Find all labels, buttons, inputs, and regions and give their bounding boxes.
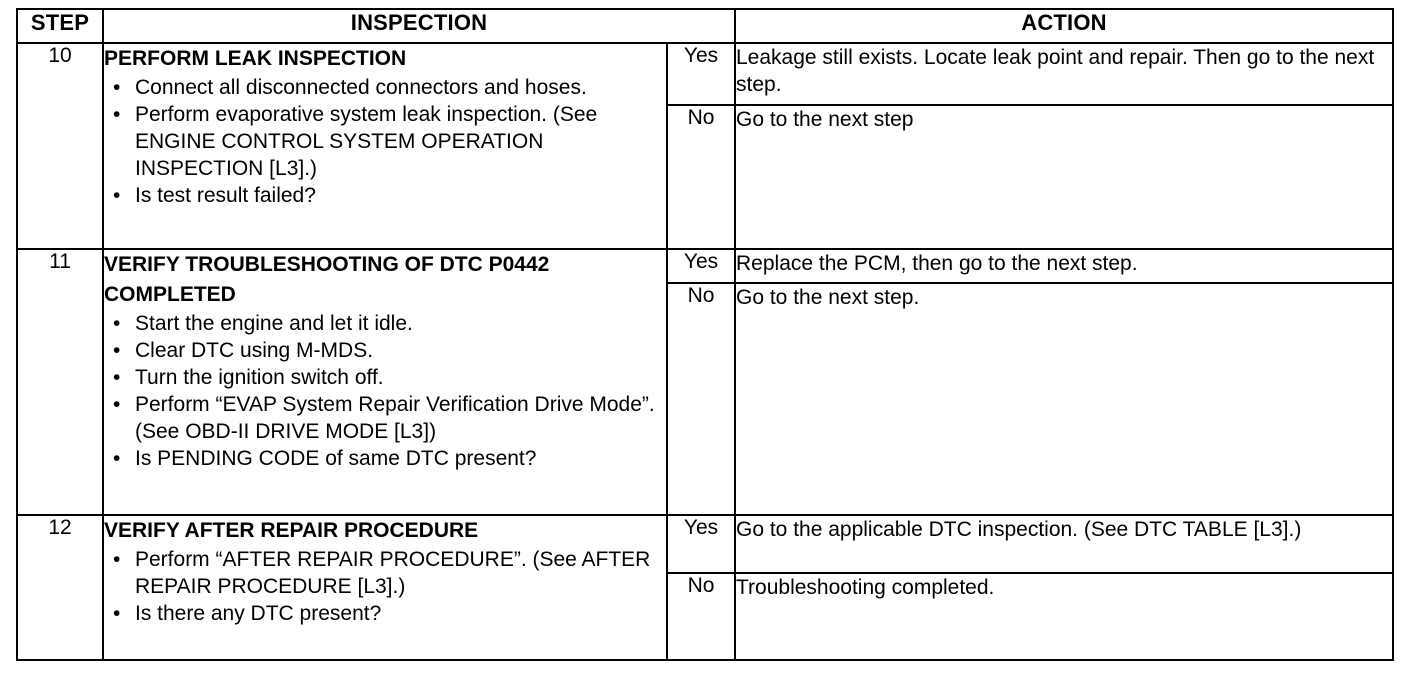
list-item-text: Perform “EVAP System Repair Verification…: [135, 393, 655, 416]
list-item: • Connect all disconnected connectors and…: [104, 74, 666, 101]
step-number: 10: [16, 42, 104, 250]
step-12-no-row: No Troubleshooting completed.: [17, 572, 1394, 661]
list-item-text: Clear DTC using M-MDS.: [135, 339, 374, 362]
bullet-icon: •: [113, 602, 121, 625]
bullet-icon: •: [113, 76, 121, 99]
yes-action: Replace the PCM, then go to the next ste…: [734, 248, 1394, 284]
bullet-icon: •: [113, 366, 121, 389]
list-item-text: Connect all disconnected connectors and …: [135, 76, 587, 99]
list-item: • Is there any DTC present?: [104, 600, 666, 627]
no-label: No: [666, 282, 736, 516]
list-item-text: Perform evaporative system leak inspecti…: [135, 103, 598, 180]
yes-label: Yes: [666, 42, 736, 106]
bullet-icon: •: [113, 184, 121, 207]
no-action: Go to the next step: [734, 104, 1394, 250]
step-title: VERIFY TROUBLESHOOTING OF DTC P0442 COMP…: [104, 253, 550, 306]
bullet-icon: •: [113, 103, 121, 126]
header-inspection: INSPECTION: [102, 8, 736, 44]
step-10-no-row: No Go to the next step: [17, 104, 1394, 250]
bullet-icon: •: [113, 312, 121, 335]
list-item: • Is PENDING CODE of same DTC present?: [104, 445, 666, 472]
step-11-yes-row: 11 VERIFY TROUBLESHOOTING OF DTC P0442 C…: [16, 248, 1394, 516]
step-12-yes-row: 12 VERIFY AFTER REPAIR PROCEDURE • Perfor…: [16, 514, 1394, 661]
step-title: PERFORM LEAK INSPECTION: [104, 47, 407, 70]
header-step: STEP: [16, 8, 104, 44]
inspection-list: • Perform “AFTER REPAIR PROCEDURE”. (See …: [104, 546, 666, 627]
bullet-icon: •: [113, 548, 121, 571]
yes-action: Go to the applicable DTC inspection. (Se…: [734, 514, 1394, 574]
no-action: Troubleshooting completed.: [734, 572, 1394, 661]
list-item-text: Start the engine and let it idle.: [135, 312, 413, 335]
yes-label: Yes: [666, 514, 736, 574]
step-10-yes-row: 10 PERFORM LEAK INSPECTION • Connect all …: [16, 42, 1394, 250]
list-item: • Perform “AFTER REPAIR PROCEDURE”. (See …: [104, 546, 666, 600]
list-item: • Perform evaporative system leak inspect…: [104, 101, 666, 182]
list-item: • Clear DTC using M-MDS.: [104, 337, 666, 364]
step-number: 11: [16, 248, 104, 516]
bullet-icon: •: [113, 393, 121, 416]
list-item: • Turn the ignition switch off.: [104, 364, 666, 391]
bullet-icon: •: [113, 339, 121, 362]
step-10-inspection: PERFORM LEAK INSPECTION • Connect all dis…: [102, 42, 668, 250]
yes-action: Leakage still exists. Locate leak point …: [734, 42, 1394, 106]
inspection-list: • Connect all disconnected connectors and…: [104, 74, 666, 209]
procedure-sheet: STEP INSPECTION ACTION 10 PERFORM LEAK I…: [16, 8, 1394, 661]
no-label: No: [666, 104, 736, 250]
list-item: • Is test result failed?: [104, 182, 666, 209]
step-12-inspection: VERIFY AFTER REPAIR PROCEDURE • Perform “…: [102, 514, 668, 661]
list-item: • Perform “EVAP System Repair Verificatio…: [104, 391, 666, 418]
list-item-text: Is test result failed?: [135, 184, 316, 207]
no-action: Go to the next step.: [734, 282, 1394, 516]
bullet-icon: •: [113, 447, 121, 470]
no-label: No: [666, 572, 736, 661]
header-action: ACTION: [734, 8, 1394, 44]
step-title: VERIFY AFTER REPAIR PROCEDURE: [104, 519, 479, 542]
list-item-text: Is PENDING CODE of same DTC present?: [135, 447, 537, 470]
yes-label: Yes: [666, 248, 736, 284]
step-11-inspection: VERIFY TROUBLESHOOTING OF DTC P0442 COMP…: [102, 248, 668, 516]
step-number: 12: [16, 514, 104, 661]
inspection-list: • Start the engine and let it idle. • Clea…: [104, 310, 666, 418]
inspection-list: • Is PENDING CODE of same DTC present?: [104, 445, 666, 472]
list-item: • Start the engine and let it idle.: [104, 310, 666, 337]
step-11-no-row: No Go to the next step.: [17, 282, 1394, 516]
list-item-text: Is there any DTC present?: [135, 602, 382, 625]
reference-note: (See OBD-II DRIVE MODE [L3]): [135, 420, 437, 443]
list-item-text: Perform “AFTER REPAIR PROCEDURE”. (See A…: [135, 548, 651, 598]
list-item-text: Turn the ignition switch off.: [135, 366, 384, 389]
troubleshooting-table: STEP INSPECTION ACTION 10 PERFORM LEAK I…: [16, 8, 1394, 661]
header-row: STEP INSPECTION ACTION: [16, 8, 1394, 44]
